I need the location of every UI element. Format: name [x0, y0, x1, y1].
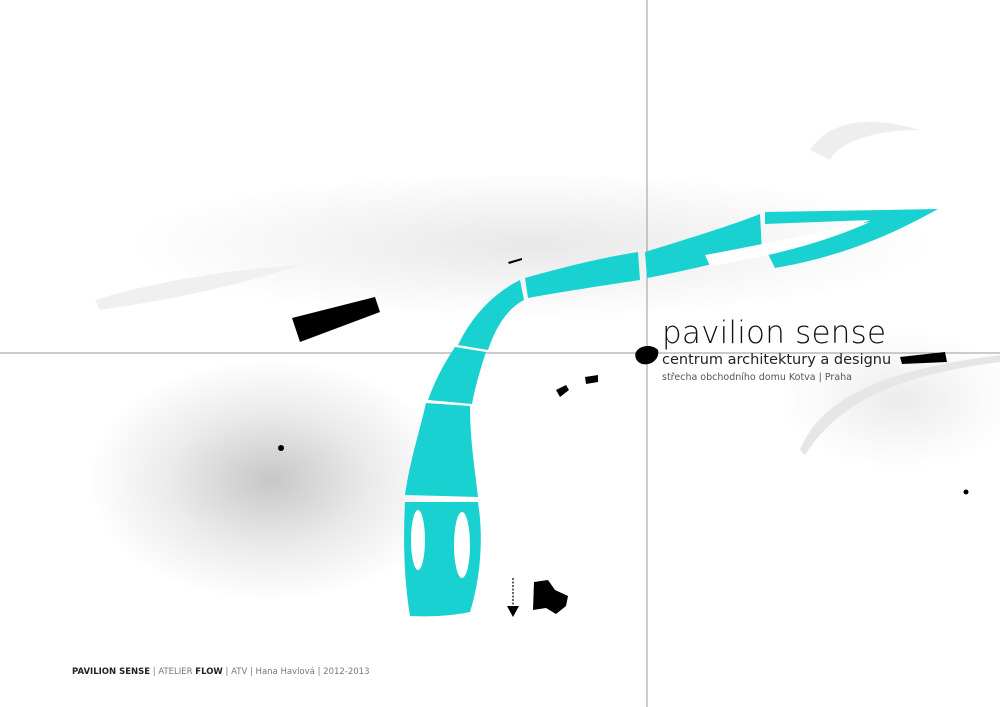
building-large-left [292, 297, 380, 342]
building-center-marker [635, 346, 659, 365]
north-arrow-icon [507, 578, 519, 617]
footer-author: Hana Havlová [255, 667, 315, 677]
building-bottom [533, 580, 568, 614]
island-top [705, 222, 870, 266]
terrain-curve-left [95, 265, 300, 310]
building-small-top [508, 258, 522, 264]
footer-years: 2012-2013 [323, 667, 370, 677]
building-right [900, 352, 947, 364]
river-segment-2 [645, 214, 762, 278]
island-1 [411, 510, 425, 570]
terrain-curve-right [800, 355, 1000, 455]
building-small-2 [585, 375, 598, 384]
buildings [278, 258, 969, 614]
dot-marker-icon [278, 445, 284, 451]
island-2 [454, 512, 470, 578]
river [404, 209, 938, 617]
terrain-curve-top-right [810, 121, 920, 160]
footer-credits: PAVILION SENSE | ATELIER FLOW | ATV | Ha… [72, 667, 370, 677]
river-segment-4 [458, 280, 524, 350]
location-caption: střecha obchodního domu Kotva | Praha [662, 372, 852, 383]
river-segment-1 [765, 209, 938, 268]
dot-marker-icon [963, 489, 969, 495]
footer-school: ATV [231, 667, 248, 677]
footer-atelier-prefix: ATELIER [158, 667, 193, 677]
footer-atelier-name: FLOW [195, 667, 223, 677]
river-segment-5 [428, 347, 486, 404]
river-segment-3 [525, 252, 640, 298]
title-block: pavilion sense centrum architektury a de… [662, 316, 891, 386]
page-title: pavilion sense [662, 315, 887, 351]
page-subtitle: centrum architektury a designu [662, 352, 892, 368]
footer-project: PAVILION SENSE [72, 667, 151, 677]
building-small-1 [556, 385, 569, 397]
river-segment-6 [405, 403, 478, 497]
